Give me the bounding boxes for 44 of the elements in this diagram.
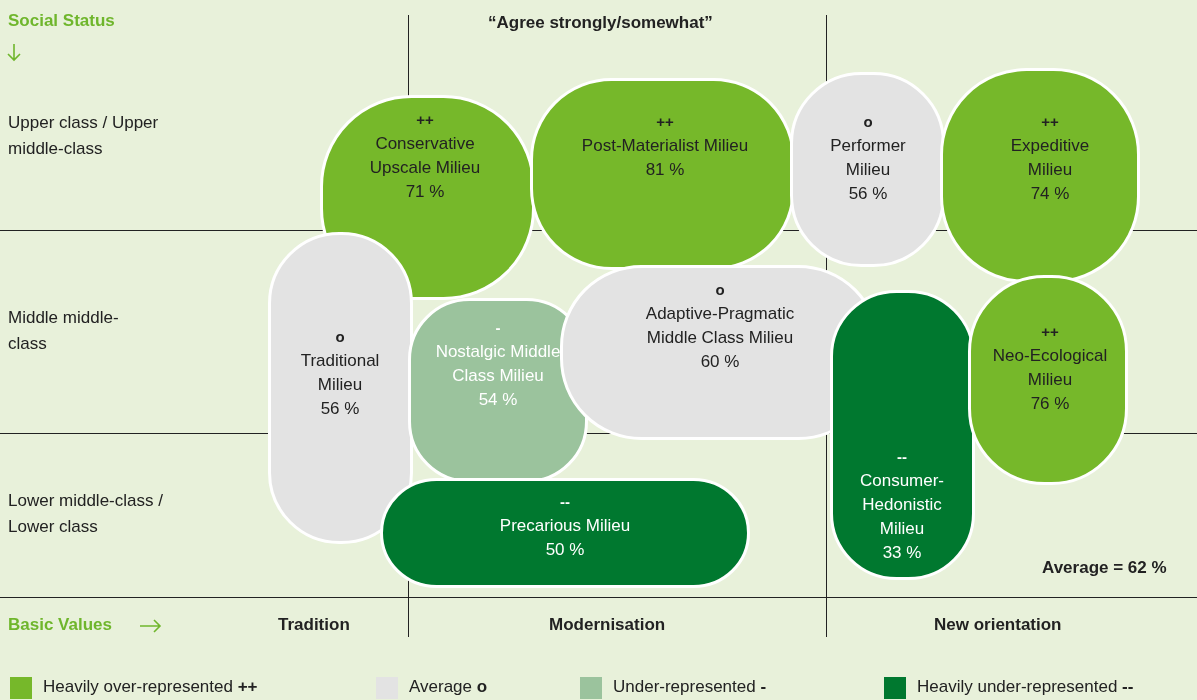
column-label: Tradition — [278, 614, 350, 636]
milieu-name: Neo-Ecological Milieu — [991, 345, 1109, 391]
chart-subtitle: “Agree strongly/somewhat” — [488, 12, 713, 34]
milieu-name: Nostalgic Middle Class Milieu — [434, 341, 562, 387]
rating-mark: -- — [559, 492, 571, 512]
percentage-label: 74 % — [1029, 183, 1071, 205]
legend-label: Heavily over-represented ++ — [43, 676, 258, 698]
axis-title: Social Status — [8, 10, 115, 32]
rating-mark: -- — [896, 447, 908, 467]
rating-mark: o — [714, 280, 726, 300]
milieu-name: Traditional Milieu — [299, 350, 381, 396]
row-label: Middle middle-class — [8, 307, 120, 355]
percentage-label: 56 % — [847, 183, 889, 205]
milieu-name: Performer Milieu — [829, 135, 907, 181]
milieu-name: Post-Materialist Milieu — [580, 135, 750, 157]
rating-mark: ++ — [1040, 112, 1060, 132]
milieu-name: Consumer-Hedonistic Milieu — [858, 470, 946, 540]
percentage-label: 54 % — [477, 389, 519, 411]
percentage-label: 60 % — [699, 351, 741, 373]
legend-label: Heavily under-represented -- — [917, 676, 1134, 698]
rating-mark: o — [334, 327, 346, 347]
percentage-label: 81 % — [644, 159, 686, 181]
percentage-label: 71 % — [404, 181, 446, 203]
rating-mark: - — [494, 318, 502, 338]
milieu-name: Precarious Milieu — [498, 515, 632, 537]
percentage-label: 33 % — [881, 542, 923, 564]
legend-label: Under-represented - — [613, 676, 767, 698]
average-note: Average = 62 % — [1042, 557, 1167, 579]
percentage-label: 76 % — [1029, 393, 1071, 415]
rating-mark: ++ — [655, 112, 675, 132]
milieu-name: Adaptive-Pragmatic Middle Class Milieu — [644, 303, 796, 349]
percentage-label: 50 % — [544, 539, 586, 561]
legend-label: Average o — [409, 676, 488, 698]
row-label: Lower middle-class / Lower class — [8, 490, 164, 538]
percentage-label: 56 % — [319, 398, 361, 420]
rating-mark: o — [862, 112, 874, 132]
column-label: Modernisation — [549, 614, 666, 636]
column-label: New orientation — [934, 614, 1062, 636]
milieu-name: Expeditive Milieu — [1009, 135, 1091, 181]
milieu-name: Conservative Upscale Milieu — [368, 133, 482, 179]
rating-mark: ++ — [1040, 322, 1060, 342]
row-label: Upper class / Upper middle-class — [8, 112, 160, 160]
rating-mark: ++ — [415, 110, 435, 130]
axis-title: Basic Values — [8, 614, 112, 636]
